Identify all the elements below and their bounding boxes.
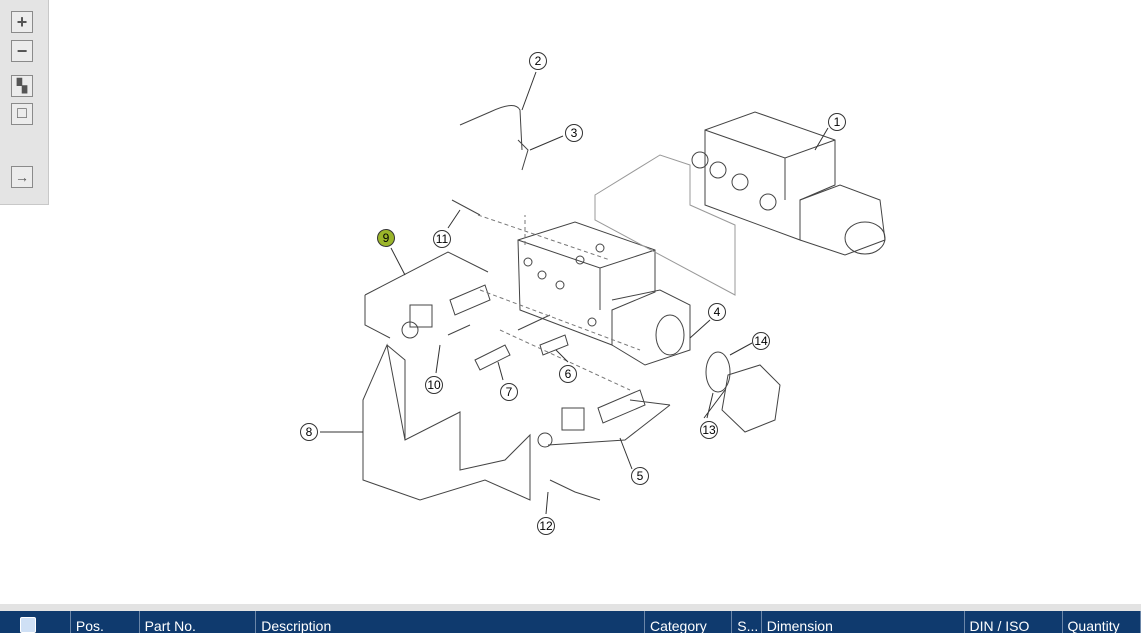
callout-circle	[529, 52, 547, 70]
callout-circle	[700, 421, 718, 439]
callout-1[interactable]: 1	[828, 113, 846, 131]
grid-icon: ▚	[17, 78, 27, 93]
callout-circle	[565, 124, 583, 142]
column-header-quantity[interactable]: Quantity	[1063, 611, 1141, 633]
callout-7[interactable]: 7	[500, 383, 518, 401]
fit-all-button[interactable]: ▚	[11, 75, 33, 97]
sensor-cable	[459, 105, 529, 171]
callout-11[interactable]: 11	[433, 230, 451, 248]
column-header-dimension[interactable]: Dimension	[762, 611, 965, 633]
parts-table-header: Pos. Part No. Description Category S... …	[0, 611, 1141, 633]
callout-4[interactable]: 4	[708, 303, 726, 321]
splitter[interactable]	[0, 604, 1141, 611]
fit-window-button[interactable]: □	[11, 103, 33, 125]
callout-label: 11	[436, 232, 449, 246]
column-header-din-iso[interactable]: DIN / ISO	[965, 611, 1063, 633]
callout-5[interactable]: 5	[631, 467, 649, 485]
callout-circle	[708, 303, 726, 321]
callout-label: 13	[702, 423, 716, 437]
callout-circle	[537, 517, 555, 535]
callout-circle	[300, 423, 318, 441]
zoom-in-button[interactable]: +	[11, 11, 33, 33]
export-button[interactable]: →	[11, 166, 33, 188]
callout-label: 5	[637, 469, 644, 483]
callout-label: 7	[506, 385, 513, 399]
callout-label: 2	[535, 54, 542, 68]
callout-circle	[631, 467, 649, 485]
callout-label: 14	[754, 334, 768, 348]
callout-label: 9	[383, 231, 390, 245]
square-icon: □	[17, 105, 27, 122]
callout-9[interactable]: 9	[377, 229, 395, 247]
callout-12[interactable]: 12	[537, 517, 555, 535]
settings-icon	[20, 617, 36, 633]
callout-2[interactable]: 2	[529, 52, 547, 70]
column-header-pos[interactable]: Pos.	[71, 611, 140, 633]
valve-block	[517, 221, 691, 366]
column-header-part-no[interactable]: Part No.	[140, 611, 257, 633]
callout-label: 4	[714, 305, 721, 319]
callout-circle	[377, 229, 395, 247]
callout-13[interactable]: 13	[700, 421, 718, 439]
callout-label: 10	[427, 378, 441, 392]
group-9-box	[364, 251, 489, 339]
callout-circle	[828, 113, 846, 131]
bracket	[362, 343, 531, 501]
callout-label: 1	[834, 115, 841, 129]
callout-14[interactable]: 14	[752, 332, 770, 350]
drawing-toolbar: + − ▚ □ →	[0, 0, 49, 205]
callout-10[interactable]: 10	[425, 376, 443, 394]
callout-label: 12	[539, 519, 553, 533]
zoom-out-button[interactable]: −	[11, 40, 33, 62]
column-header-s[interactable]: S...	[732, 611, 762, 633]
callout-label: 6	[565, 367, 572, 381]
group-5-box	[547, 399, 671, 446]
callout-label: 3	[571, 126, 578, 140]
valve-assembly-1	[691, 111, 886, 256]
plus-icon: +	[16, 11, 28, 32]
column-header-category[interactable]: Category	[645, 611, 733, 633]
callout-6[interactable]: 6	[559, 365, 577, 383]
column-icon-header[interactable]	[0, 611, 71, 633]
callout-circle	[500, 383, 518, 401]
callout-circle	[425, 376, 443, 394]
callout-circle	[559, 365, 577, 383]
callout-circle	[752, 332, 770, 350]
minus-icon: −	[16, 40, 28, 61]
callout-label: 8	[306, 425, 313, 439]
callout-8[interactable]: 8	[300, 423, 318, 441]
callout-3[interactable]: 3	[565, 124, 583, 142]
arrow-right-icon: →	[15, 169, 29, 185]
column-header-description[interactable]: Description	[256, 611, 645, 633]
callout-circle	[433, 230, 451, 248]
plate	[594, 154, 736, 296]
